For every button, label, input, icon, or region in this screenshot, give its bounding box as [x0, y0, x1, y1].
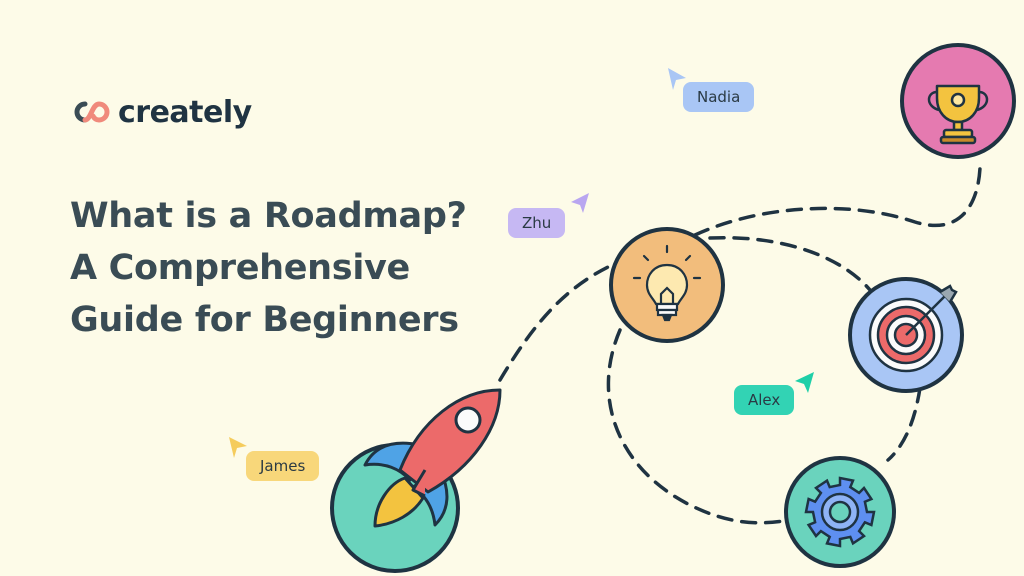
cursor-label-alex: Alex [734, 385, 795, 415]
cursor-arrow-nadia [668, 68, 686, 90]
title-line: A Comprehensive [70, 248, 410, 288]
cursor-arrow-alex [795, 372, 814, 393]
brand-name: creately [118, 94, 252, 130]
gear-icon [804, 476, 876, 548]
cursor-label-zhu: Zhu [508, 208, 566, 238]
path-bulb-to-trophy [693, 166, 982, 237]
trophy-icon [927, 84, 989, 145]
title-line: Guide for Beginners [70, 300, 459, 340]
cursor-arrows [229, 68, 814, 458]
launch-milestone [330, 388, 502, 573]
roadmap-paths [498, 166, 982, 525]
path-rocket-to-bulb [498, 263, 614, 382]
trophy-milestone [900, 43, 1016, 159]
cursor-arrow-zhu [571, 193, 589, 213]
lightbulb-icon [632, 244, 702, 322]
process-milestone [784, 456, 896, 568]
rocket-icon [363, 388, 502, 528]
cursor-arrow-james [229, 437, 247, 458]
creately-logo-icon [74, 101, 110, 123]
idea-milestone [609, 227, 725, 343]
path-bulb-to-target [708, 235, 872, 292]
cursor-label-james: James [246, 451, 320, 481]
goal-milestone [848, 277, 964, 393]
brand-logo[interactable]: creately [70, 92, 252, 132]
target-icon [868, 284, 958, 373]
cursor-label-nadia: Nadia [683, 82, 755, 112]
path-target-to-gear [886, 386, 922, 462]
page-title: What is a Roadmap? A Comprehensive Guide… [70, 190, 490, 346]
path-bulb-to-gear [606, 328, 792, 525]
title-line: What is a Roadmap? [70, 196, 467, 236]
